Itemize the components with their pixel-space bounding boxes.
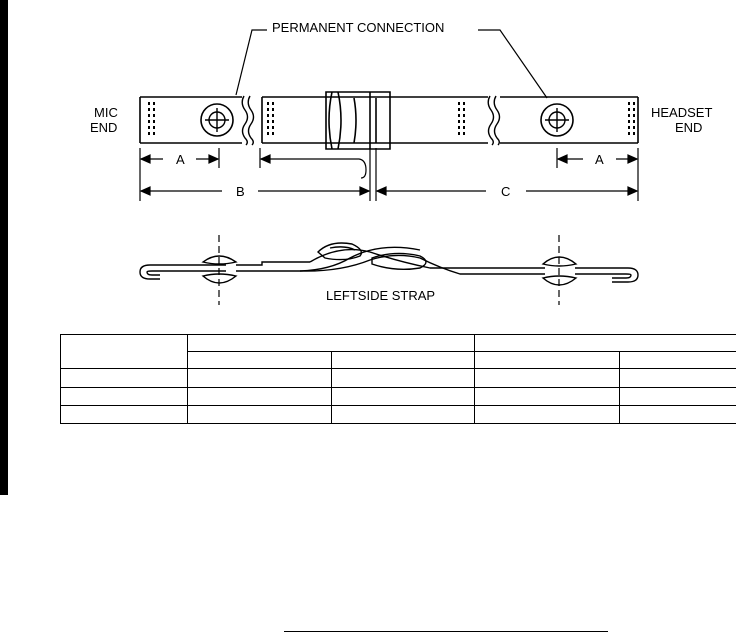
strap-top-view <box>139 29 639 150</box>
table-row <box>60 404 736 425</box>
table-subheader-row <box>61 351 736 370</box>
table-subheader-cell <box>187 351 332 370</box>
table-cell <box>187 404 332 425</box>
mic-end-label-line1: MIC <box>94 105 118 120</box>
table-cell <box>474 404 620 425</box>
side-view-caption: LEFTSIDE STRAP <box>326 288 436 303</box>
strap-side-view <box>139 235 639 305</box>
table-cell <box>60 368 188 388</box>
table-header-cell <box>187 333 475 353</box>
buckle-icon <box>325 91 391 150</box>
table-cell <box>187 368 332 388</box>
table-cell <box>619 386 736 406</box>
dimension-lines <box>139 148 639 201</box>
dimension-c-label: C <box>501 184 511 199</box>
table-subheader-cell <box>474 351 620 370</box>
table-row <box>60 368 736 388</box>
table-cell <box>60 404 188 425</box>
dimension-a-right-label: A <box>595 152 604 167</box>
table-header-row <box>60 333 736 370</box>
callout-permanent-connection: PERMANENT CONNECTION <box>270 20 447 35</box>
dimension-table <box>60 333 736 425</box>
mic-end-label-line2: END <box>90 120 118 135</box>
table-cell <box>474 386 620 406</box>
dimension-a-left-label: A <box>176 152 185 167</box>
table-subheader-cell <box>619 351 736 370</box>
bottom-rule <box>284 631 608 632</box>
table-cell <box>331 368 475 388</box>
table-cell <box>619 368 736 388</box>
left-margin-bar <box>0 0 8 495</box>
table-cell <box>187 386 332 406</box>
table-row <box>60 386 736 406</box>
right-rivet-icon <box>540 103 574 137</box>
left-rivet-icon <box>200 103 234 137</box>
table-header-cell <box>60 333 188 370</box>
dimension-b-label: B <box>236 184 245 199</box>
table-subheader-cell <box>331 351 475 370</box>
table-cell <box>331 404 475 425</box>
table-cell <box>619 404 736 425</box>
headset-end-label-line2: END <box>675 120 703 135</box>
table-cell <box>474 368 620 388</box>
table-cell <box>60 386 188 406</box>
table-cell <box>331 386 475 406</box>
headset-end-label-line1: HEADSET <box>651 105 713 120</box>
table-header-cell <box>474 333 736 353</box>
